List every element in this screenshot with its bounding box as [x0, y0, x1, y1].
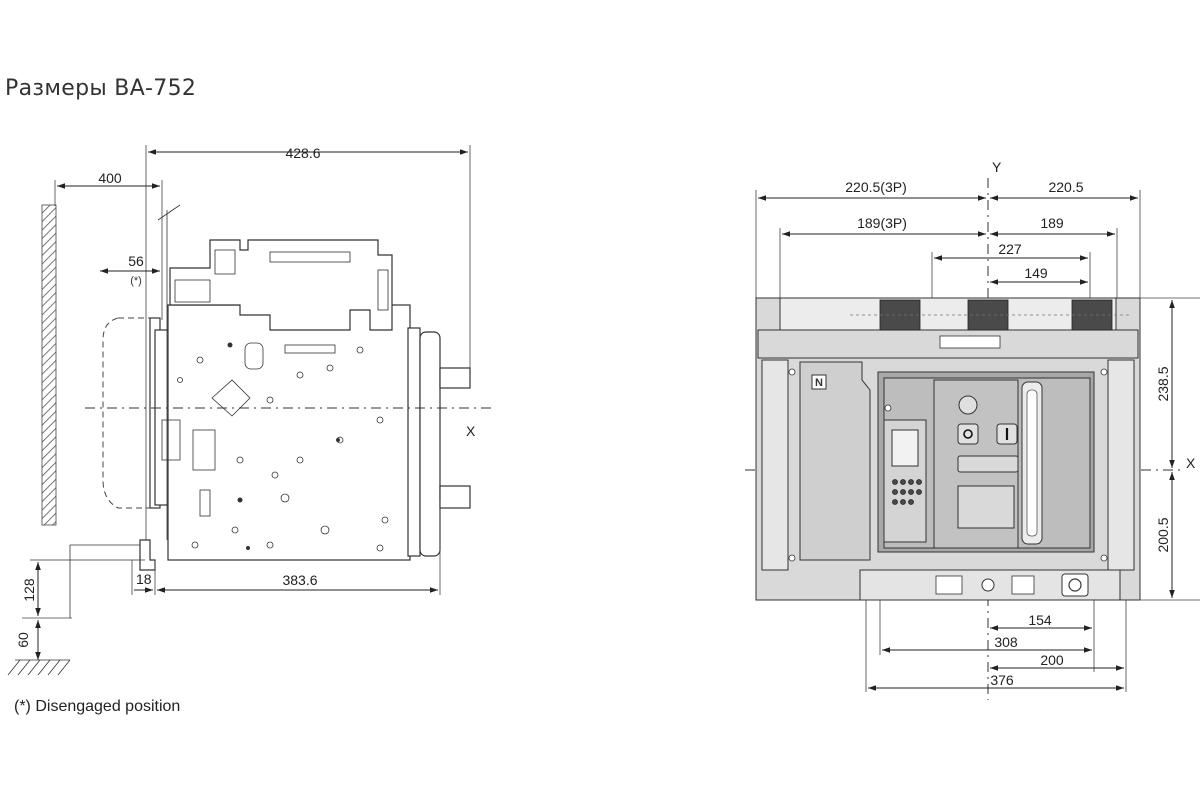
aux-block-detail-3 — [377, 269, 389, 311]
dim-label-400: 400 — [98, 170, 122, 186]
dim-label-376: 376 — [990, 672, 1014, 688]
lever — [244, 342, 264, 370]
side-lock — [161, 419, 181, 461]
dim-label-189l: 189(3P) — [857, 215, 907, 231]
mounting-foot — [139, 539, 156, 571]
dim-label-60: 60 — [15, 632, 31, 648]
nameplate-window — [957, 485, 1015, 529]
front-axis-x-label: X — [1186, 455, 1196, 471]
neutral-panel — [799, 361, 871, 561]
dim-label-200h: 200 — [1040, 652, 1064, 668]
top-terminal-strip — [779, 297, 1117, 331]
front-axis-y-label: Y — [992, 159, 1002, 175]
terminal-blocks — [850, 299, 1130, 331]
dim-label-220r: 220.5 — [1048, 179, 1083, 195]
window-detail — [192, 429, 216, 471]
rear-housing — [419, 331, 441, 557]
off-button — [957, 423, 979, 445]
breaker-body — [167, 304, 411, 561]
aux-block-detail-4 — [214, 249, 236, 275]
charging-handle-grip — [1026, 389, 1038, 537]
dim-label-18: 18 — [136, 571, 152, 587]
dim-label-200v: 200.5 — [1155, 517, 1171, 552]
wall-hatch — [41, 204, 57, 526]
padlock-slot — [935, 575, 963, 595]
trip-unit-display — [891, 429, 919, 467]
side-axis-x-label: X — [466, 423, 476, 439]
dim-label-383: 383.6 — [282, 572, 317, 588]
dim-label-308: 308 — [994, 634, 1018, 650]
page-title: Размеры ВА-752 — [5, 76, 197, 101]
top-label-window — [939, 335, 1001, 349]
indicator-lamp — [958, 395, 978, 415]
position-indicator — [1011, 575, 1035, 595]
dim-label-128: 128 — [21, 578, 37, 602]
right-rail — [1107, 359, 1135, 571]
lower-terminal — [439, 485, 471, 509]
trip-unit-buttons — [892, 479, 922, 505]
aux-block-detail-2 — [269, 251, 351, 263]
dim-label-56-mark: (*) — [130, 275, 142, 287]
racking-hole — [981, 578, 995, 592]
footnote: (*) Disengaged position — [14, 698, 181, 715]
neutral-badge-box — [811, 374, 827, 390]
dim-label-428: 428.6 — [285, 145, 320, 161]
handle-line — [157, 204, 181, 221]
dim-label-238: 238.5 — [1155, 366, 1171, 401]
floor-hatch — [7, 659, 71, 676]
upper-terminal — [439, 367, 471, 389]
neutral-badge: N — [815, 377, 823, 389]
off-button-icon — [963, 429, 973, 439]
small-latch — [199, 489, 211, 517]
dim-label-149: 149 — [1024, 265, 1048, 281]
dim-label-220l: 220.5(3P) — [845, 179, 906, 195]
disengaged-outline — [102, 317, 151, 509]
side-view: 428.6 400 56 (*) — [7, 145, 495, 676]
rear-plate — [407, 327, 421, 557]
slot-detail — [284, 344, 336, 354]
diamond-mechanism — [211, 379, 251, 417]
status-window — [957, 455, 1019, 473]
dim-label-154: 154 — [1028, 612, 1052, 628]
dim-label-189r: 189 — [1040, 215, 1064, 231]
front-view: Y X 220.5(3P) 220.5 189(3P) 189 227 149 — [745, 159, 1200, 700]
left-rail — [761, 359, 789, 571]
dim-label-227: 227 — [998, 241, 1022, 257]
dim-label-56: 56 — [128, 253, 144, 269]
aux-block-detail-1 — [174, 279, 211, 303]
aux-contact-block — [169, 239, 393, 331]
